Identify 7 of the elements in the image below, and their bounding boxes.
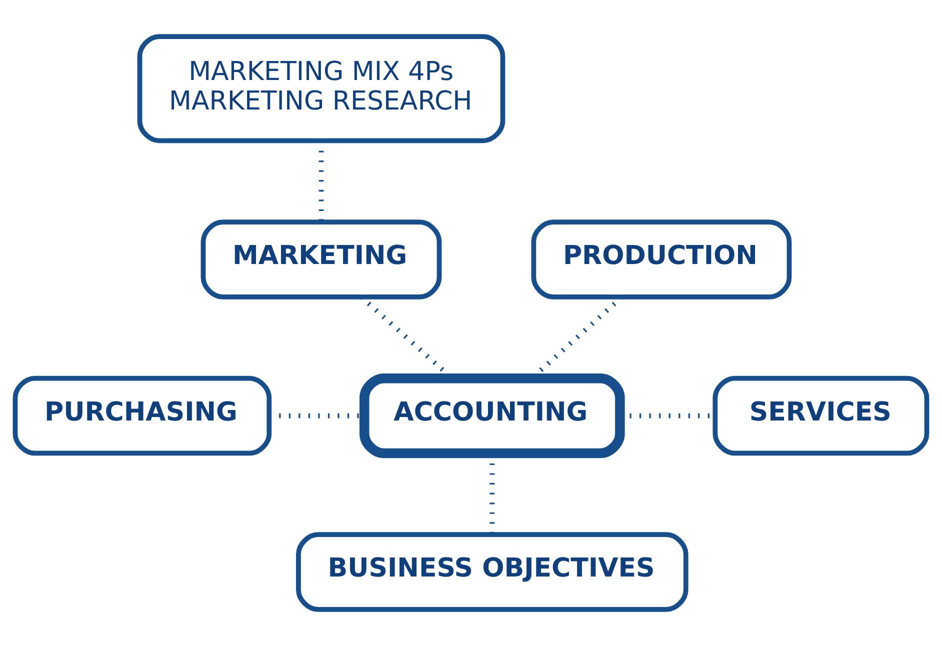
node-box: MARKETING	[200, 219, 442, 299]
node-box: BUSINESS OBJECTIVES	[296, 532, 688, 612]
node-box: ACCOUNTING	[360, 372, 625, 458]
node-box: PURCHASING	[12, 375, 272, 456]
node-box: MARKETING MIX 4Ps MARKETING RESEARCH	[137, 34, 506, 143]
node-box: PRODUCTION	[531, 219, 792, 299]
node-box: SERVICES	[712, 375, 930, 456]
